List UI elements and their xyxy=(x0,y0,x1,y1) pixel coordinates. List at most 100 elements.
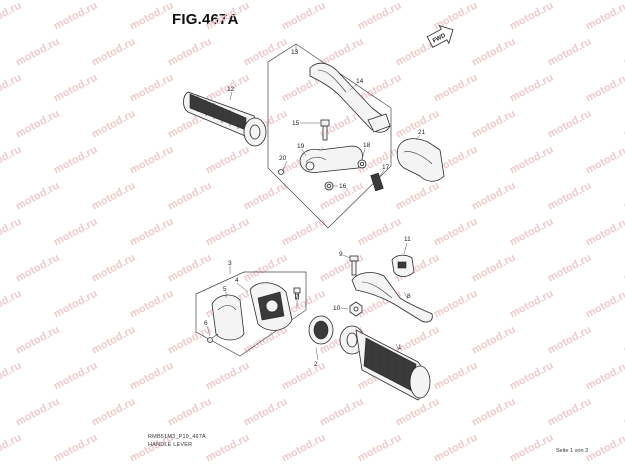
watermark-text-104: motod.ru xyxy=(394,396,442,429)
watermark-text-4: motod.ru xyxy=(280,0,328,33)
figure-caption: HANDLE LEVER xyxy=(148,442,193,448)
watermark-text-88: motod.ru xyxy=(546,324,594,357)
watermark-text-70: motod.ru xyxy=(546,252,594,285)
watermark-text-98: motod.ru xyxy=(584,360,625,393)
callout-13: 13 xyxy=(291,49,299,56)
callout-12: 12 xyxy=(227,86,235,93)
watermark-text-108: motod.ru xyxy=(0,432,24,465)
callout-4: 4 xyxy=(235,277,239,284)
watermark-text-64: motod.ru xyxy=(90,252,138,285)
callout-20: 20 xyxy=(279,155,287,162)
callout-5: 5 xyxy=(223,286,227,293)
callout-6: 6 xyxy=(204,320,208,327)
throttle-housing-box xyxy=(195,271,307,357)
watermark-text-50: motod.ru xyxy=(394,180,442,213)
watermark-text-105: motod.ru xyxy=(470,396,518,429)
washer-part xyxy=(357,159,367,169)
watermark-text-106: motod.ru xyxy=(546,396,594,429)
watermark-text-80: motod.ru xyxy=(584,288,625,321)
watermark-text-24: motod.ru xyxy=(432,72,480,105)
watermark-text-112: motod.ru xyxy=(280,432,328,465)
watermark-text-91: motod.ru xyxy=(52,360,100,393)
watermark-text-56: motod.ru xyxy=(128,216,176,249)
watermark-text-102: motod.ru xyxy=(242,396,290,429)
watermark-text-11: motod.ru xyxy=(166,36,214,69)
watermark-text-48: motod.ru xyxy=(242,180,290,213)
watermark-text-37: motod.ru xyxy=(52,144,100,177)
brake-lever-bolt-part xyxy=(349,255,359,276)
watermark-text-36: motod.ru xyxy=(0,144,24,177)
watermark-text-9: motod.ru xyxy=(14,36,62,69)
watermark-text-99: motod.ru xyxy=(14,396,62,429)
watermark-text-57: motod.ru xyxy=(204,216,252,249)
watermark-text-69: motod.ru xyxy=(470,252,518,285)
watermark-text-20: motod.ru xyxy=(128,72,176,105)
watermark-text-10: motod.ru xyxy=(90,36,138,69)
watermark-text-15: motod.ru xyxy=(470,36,518,69)
watermark-text-26: motod.ru xyxy=(584,72,625,105)
callout-10: 10 xyxy=(333,305,341,312)
watermark-text-0: motod.ru xyxy=(0,0,24,33)
watermark-text-74: motod.ru xyxy=(128,288,176,321)
callout-2: 2 xyxy=(314,361,318,368)
watermark-text-62: motod.ru xyxy=(584,216,625,249)
left-grip-part xyxy=(183,91,267,147)
watermark-text-34: motod.ru xyxy=(546,108,594,141)
watermark-text-44: motod.ru xyxy=(584,144,625,177)
watermark-text-1: motod.ru xyxy=(52,0,100,33)
watermark-text-2: motod.ru xyxy=(128,0,176,33)
page-indicator: Seite 1 von 3 xyxy=(556,448,589,454)
screw-part-2 xyxy=(293,287,301,300)
watermark-text-78: motod.ru xyxy=(432,288,480,321)
callout-14: 14 xyxy=(356,78,364,85)
watermark-text-28: motod.ru xyxy=(90,108,138,141)
lever-holder-part xyxy=(278,145,363,175)
watermark-text-60: motod.ru xyxy=(432,216,480,249)
watermark-text-61: motod.ru xyxy=(508,216,556,249)
watermark-text-25: motod.ru xyxy=(508,72,556,105)
watermark-text-113: motod.ru xyxy=(356,432,404,465)
watermark-text-18: motod.ru xyxy=(0,72,24,105)
callout-19: 19 xyxy=(297,143,305,150)
nut-part xyxy=(324,181,334,191)
watermark-text-45: motod.ru xyxy=(14,180,62,213)
watermark-text-3: motod.ru xyxy=(204,0,252,33)
brake-lever-part xyxy=(351,272,433,323)
watermark-text-27: motod.ru xyxy=(14,108,62,141)
watermark-text-115: motod.ru xyxy=(508,432,556,465)
screw-part xyxy=(207,333,219,343)
leader-lines xyxy=(206,44,421,361)
watermark-text-6: motod.ru xyxy=(432,0,480,33)
watermark-text-59: motod.ru xyxy=(356,216,404,249)
watermark-text-46: motod.ru xyxy=(90,180,138,213)
callout-9: 9 xyxy=(339,251,343,258)
callout-labels: 12 13 14 15 20 19 18 16 17 21 3 5 4 6 7 … xyxy=(204,49,426,368)
clutch-lever-assembly-box xyxy=(267,43,392,229)
watermark-text-38: motod.ru xyxy=(128,144,176,177)
watermark-text-8: motod.ru xyxy=(584,0,625,33)
watermark-text-97: motod.ru xyxy=(508,360,556,393)
watermark-text-43: motod.ru xyxy=(508,144,556,177)
watermark-text-114: motod.ru xyxy=(432,432,480,465)
watermark-text-54: motod.ru xyxy=(0,216,24,249)
brake-lever-nut-part xyxy=(349,301,363,317)
drawing-code: RMB51M3_P19_467A xyxy=(148,434,206,440)
watermark-text-19: motod.ru xyxy=(52,72,100,105)
watermark-text-81: motod.ru xyxy=(14,324,62,357)
watermark-text-103: motod.ru xyxy=(318,396,366,429)
fwd-arrow-icon: FWD xyxy=(426,24,454,48)
watermark-text-111: motod.ru xyxy=(204,432,252,465)
watermark-text-72: motod.ru xyxy=(0,288,24,321)
adjuster-part xyxy=(370,172,384,192)
watermark-text-73: motod.ru xyxy=(52,288,100,321)
watermark-text-116: motod.ru xyxy=(584,432,625,465)
right-grip-part xyxy=(339,325,431,401)
watermark-text-63: motod.ru xyxy=(14,252,62,285)
watermark-text-52: motod.ru xyxy=(546,180,594,213)
watermark-text-83: motod.ru xyxy=(166,324,214,357)
callout-21: 21 xyxy=(418,129,426,136)
callout-17: 17 xyxy=(382,164,390,171)
watermark-text-93: motod.ru xyxy=(204,360,252,393)
